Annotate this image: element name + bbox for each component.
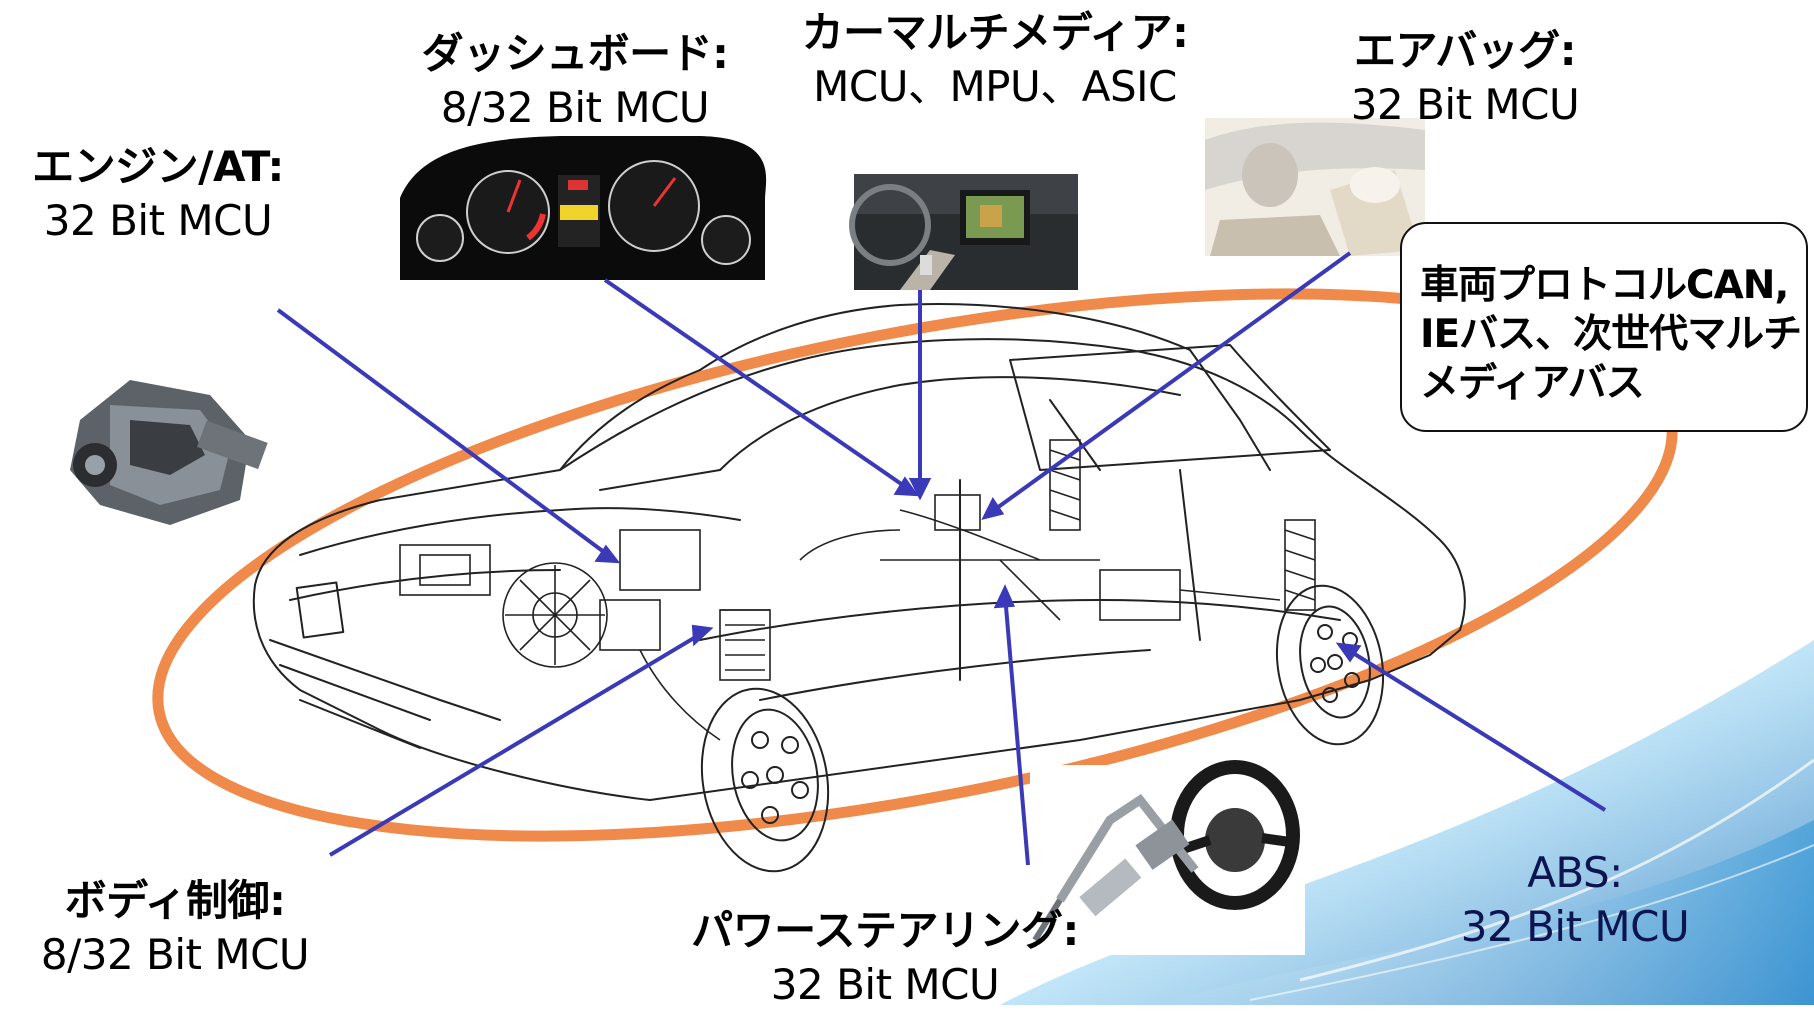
car-line-art <box>252 303 1466 801</box>
dashboard-title: ダッシュボード: <box>421 29 729 78</box>
bus-callout-line-2: IEバス、次世代マルチ <box>1420 311 1802 357</box>
engine-bay-mechanics <box>399 439 1316 741</box>
bus-callout-line-1: 車両プロトコルCAN, <box>1420 263 1789 308</box>
body-control-title: ボディ制御: <box>64 876 286 925</box>
car-multimedia-spec: MCU、MPU、ASIC <box>813 61 1177 111</box>
airbag-spec: 32 Bit MCU <box>1350 79 1580 129</box>
abs-label: ABS: 32 Bit MCU <box>1440 846 1710 954</box>
dashboard-spec: 8/32 Bit MCU <box>440 82 710 132</box>
bus-callout-line-3: メディアバス <box>1420 360 1645 406</box>
body-control-label: ボディ制御: 8/32 Bit MCU <box>20 874 330 982</box>
rear-wheel <box>1275 584 1385 746</box>
pointer-airbag <box>988 251 1352 515</box>
pointer-engine <box>276 308 614 560</box>
engine-title: エンジン/AT: <box>32 142 284 191</box>
car-multimedia-label: カーマルチメディア: MCU、MPU、ASIC <box>780 6 1210 114</box>
car-navigation-photo <box>849 174 1078 290</box>
abs-spec: 32 Bit MCU <box>1460 901 1690 951</box>
body-control-spec: 8/32 Bit MCU <box>40 929 310 979</box>
vehicle-bus-callout: 車両プロトコルCAN, IEバス、次世代マルチ メディアバス <box>1400 222 1808 432</box>
steering-wheel-photo <box>1030 760 1305 955</box>
car-multimedia-title: カーマルチメディア: <box>801 8 1189 57</box>
instrument-cluster-photo <box>400 136 767 280</box>
dashboard-label: ダッシュボード: 8/32 Bit MCU <box>410 27 740 135</box>
pointer-power-steering <box>1003 594 1030 866</box>
airbag-label: エアバッグ: 32 Bit MCU <box>1330 24 1600 132</box>
engine-spec: 32 Bit MCU <box>43 195 273 245</box>
abs-title: ABS: <box>1527 848 1623 897</box>
pointer-abs <box>1343 646 1607 812</box>
power-steering-spec: 32 Bit MCU <box>770 959 1000 1009</box>
engine-photo <box>40 345 290 530</box>
car-interior-airbag-photo <box>1205 118 1425 256</box>
engine-label: エンジン/AT: 32 Bit MCU <box>8 140 308 248</box>
power-steering-title: パワーステアリング: <box>691 906 1079 955</box>
pointer-lines <box>276 251 1607 866</box>
airbag-title: エアバッグ: <box>1353 26 1577 75</box>
pointer-body-control <box>328 630 706 857</box>
power-steering-label: パワーステアリング: 32 Bit MCU <box>670 904 1100 1012</box>
pointer-dashboard <box>603 278 912 492</box>
front-wheel <box>700 687 830 873</box>
